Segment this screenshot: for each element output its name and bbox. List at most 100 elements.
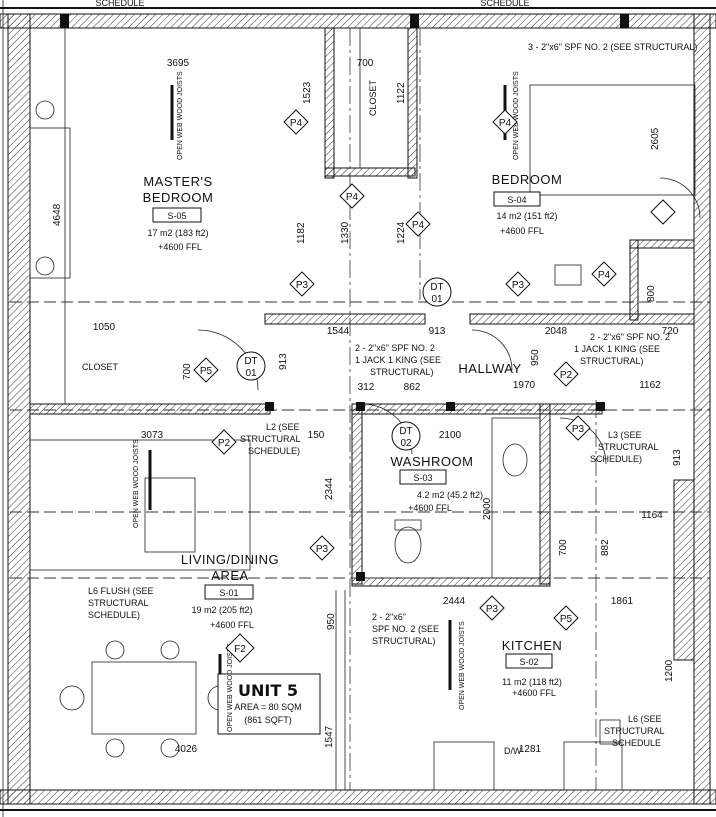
tag-f2: F2 <box>234 644 246 655</box>
room-name: HALLWAY <box>458 361 521 376</box>
dimension: 800 <box>646 285 657 302</box>
dimension: 1182 <box>296 222 307 244</box>
room-level: +4600 FFL <box>408 503 452 513</box>
joist-label: OPEN WEB WOOD JOISTS <box>177 71 184 160</box>
room-code: S-05 <box>167 211 186 221</box>
joist-labels: OPEN WEB WOOD JOISTS OPEN WEB WOOD JOIST… <box>133 71 520 732</box>
joist-label: OPEN WEB WOOD JOISTS <box>513 71 520 160</box>
structural-notes: 3 - 2"x6" SPF NO. 2 (SEE STRUCTURAL) 2 -… <box>88 42 697 756</box>
note-l6: SCHEDULE) <box>88 610 140 620</box>
room-name: WASHROOM <box>391 454 474 469</box>
tag-p3: P3 <box>316 544 329 555</box>
dimension: 950 <box>326 613 337 630</box>
tag-p4: P4 <box>499 118 512 129</box>
tag-p2: P2 <box>218 438 231 449</box>
tag-p5: P5 <box>560 614 573 625</box>
room-washroom: WASHROOM S-03 4.2 m2 (45.2 ft2) +4600 FF… <box>391 454 484 513</box>
dimension: 2344 <box>324 477 335 500</box>
note-l3: SCHEDULE) <box>590 454 642 464</box>
dimension: 2000 <box>482 497 493 520</box>
tag-p4: P4 <box>290 118 303 129</box>
room-kitchen: KITCHEN S-02 11 m2 (118 ft2) +4600 FFL <box>502 638 563 698</box>
note-beam-hall2c: STRUCTURAL) <box>580 356 644 366</box>
dimension: 1164 <box>641 510 663 521</box>
tag-dt: DT <box>244 356 257 367</box>
dimension: 2100 <box>439 430 462 441</box>
dimension: 1200 <box>664 659 675 682</box>
tag-dt-num: 01 <box>245 368 257 379</box>
dimension: 1547 <box>324 725 335 748</box>
room-area: 11 m2 (118 ft2) <box>502 677 562 687</box>
closet-label: CLOSET <box>82 362 119 372</box>
dishwasher-label: D/W <box>504 746 522 756</box>
room-level: +4600 FFL <box>158 242 202 252</box>
note-spf-kitchen: SPF NO. 2 (SEE <box>372 624 439 634</box>
dimensions: 3695 700 1523 1122 2605 4648 1330 1182 1… <box>52 58 683 755</box>
note-l2: STRUCTURAL <box>240 434 301 444</box>
room-code: S-01 <box>219 588 238 598</box>
room-name: MASTER'S <box>143 174 212 189</box>
note-l3: L3 (SEE <box>608 430 642 440</box>
tag-p4: P4 <box>412 220 425 231</box>
tag-p5: P5 <box>200 366 213 377</box>
note-l6-kitchen: L6 (SEE <box>628 714 662 724</box>
note-beam-hall2b: 1 JACK 1 KING (SEE <box>574 344 660 354</box>
dimension: 1970 <box>513 380 536 391</box>
closet-label: CLOSET <box>368 79 378 116</box>
room-living-dining: LIVING/DINING AREA S-01 19 m2 (205 ft2) … <box>181 552 279 630</box>
room-name: AREA <box>211 568 248 583</box>
dimension: 1162 <box>639 380 661 391</box>
room-area: 4.2 m2 (45.2 ft2) <box>417 490 483 500</box>
room-area: 14 m2 (151 ft2) <box>496 211 557 221</box>
dimension: 1330 <box>340 221 351 244</box>
tag-p3: P3 <box>512 280 525 291</box>
room-name: LIVING/DINING <box>181 552 279 567</box>
dimension: 700 <box>558 539 569 556</box>
dimension: 1281 <box>519 744 542 755</box>
dimension: 700 <box>182 363 193 380</box>
dimension: 2605 <box>650 127 661 150</box>
dimension: 913 <box>672 449 683 466</box>
dimension: 3695 <box>167 58 190 69</box>
note-l6: L6 FLUSH (SEE <box>88 586 154 596</box>
room-level: +4600 FFL <box>210 620 254 630</box>
room-level: +4600 FFL <box>500 226 544 236</box>
room-code: S-04 <box>507 195 526 205</box>
unit-title-block: UNIT 5 AREA = 80 SQM (861 SQFT) <box>217 673 321 735</box>
room-masters-bedroom: MASTER'S BEDROOM S-05 17 m2 (183 ft2) +4… <box>143 174 213 252</box>
room-hallway: HALLWAY <box>458 361 521 376</box>
dimension: 700 <box>357 58 374 69</box>
furniture <box>29 84 696 791</box>
note-beam-hall1b: 1 JACK 1 KING (SEE <box>355 355 441 365</box>
note-l2: L2 (SEE <box>266 422 300 432</box>
note-beam-hall1: 2 - 2"x6" SPF NO. 2 <box>355 343 435 353</box>
room-name: BEDROOM <box>492 172 563 187</box>
room-level: +4600 FFL <box>512 688 556 698</box>
tag-p4: P4 <box>346 192 359 203</box>
dimension: 913 <box>429 326 446 337</box>
dimension: 150 <box>308 430 325 441</box>
tag-p3: P3 <box>486 604 499 615</box>
room-name: KITCHEN <box>502 638 563 653</box>
unit-title: UNIT 5 <box>238 681 298 700</box>
room-code: S-02 <box>519 657 538 667</box>
dimension: 1861 <box>611 596 634 607</box>
note-l6-kitchen: STRUCTURAL <box>604 726 665 736</box>
note-l2: SCHEDULE) <box>248 446 300 456</box>
dimension: 4026 <box>175 744 198 755</box>
dimension: 1224 <box>396 221 407 244</box>
tag-p4: P4 <box>598 270 611 281</box>
dimension: 2444 <box>443 596 466 607</box>
joist-label: OPEN WEB WOOD JOISTS <box>133 439 140 528</box>
dimension: 720 <box>662 326 679 337</box>
joist-label: OPEN WEB WOOD JOISTS <box>227 643 234 732</box>
note-beam-top: 3 - 2"x6" SPF NO. 2 (SEE STRUCTURAL) <box>528 42 697 52</box>
door-tags: DT 01 DT 01 DT 02 <box>236 277 452 451</box>
room-area: 17 m2 (183 ft2) <box>147 228 208 238</box>
note-spf-kitchen: STRUCTURAL) <box>372 636 436 646</box>
note-spf-kitchen: 2 - 2"x6" <box>372 612 406 622</box>
unit-area-sqft: (861 SQFT) <box>244 715 292 725</box>
note-l6: STRUCTURAL <box>88 598 149 608</box>
